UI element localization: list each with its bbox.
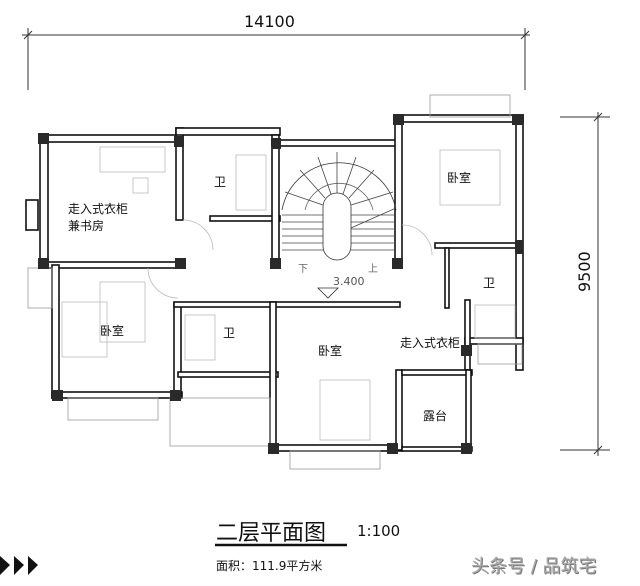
- room-study-line1: 走入式衣柜: [68, 201, 128, 216]
- room-bath-right: 卫: [483, 276, 495, 290]
- room-terrace: 露台: [423, 408, 447, 423]
- stair-down-label: 下: [298, 264, 308, 275]
- staircase: [281, 152, 397, 299]
- walls: [25, 114, 524, 453]
- furniture: [61, 146, 516, 441]
- room-bath-top: 卫: [214, 175, 226, 189]
- area-text: 面积：111.9平方米: [216, 559, 323, 573]
- room-bath-lower: 卫: [223, 326, 235, 340]
- room-bedroom-right: 卧室: [447, 170, 471, 185]
- drawing-title: 二层平面图: [216, 521, 327, 546]
- depth-dimension-text: 9500: [575, 251, 594, 292]
- corner-arrow-icon: [0, 556, 38, 575]
- width-dimension-text: 14100: [244, 12, 295, 31]
- stair-up-label: 上: [368, 263, 378, 275]
- dimension-depth: [560, 112, 610, 456]
- drawing-scale: 1:100: [357, 522, 401, 540]
- floor-elevation: 3.400: [333, 275, 365, 288]
- room-bedroom-left: 卧室: [100, 323, 124, 338]
- watermark: 头条号 / 品筑宅: [471, 556, 597, 577]
- room-study-line2: 兼书房: [68, 218, 104, 233]
- room-bedroom-middle: 卧室: [318, 343, 342, 358]
- columns: [38, 114, 523, 454]
- room-walkin-closet: 走入式衣柜: [400, 335, 460, 350]
- dimension-width: [22, 28, 530, 90]
